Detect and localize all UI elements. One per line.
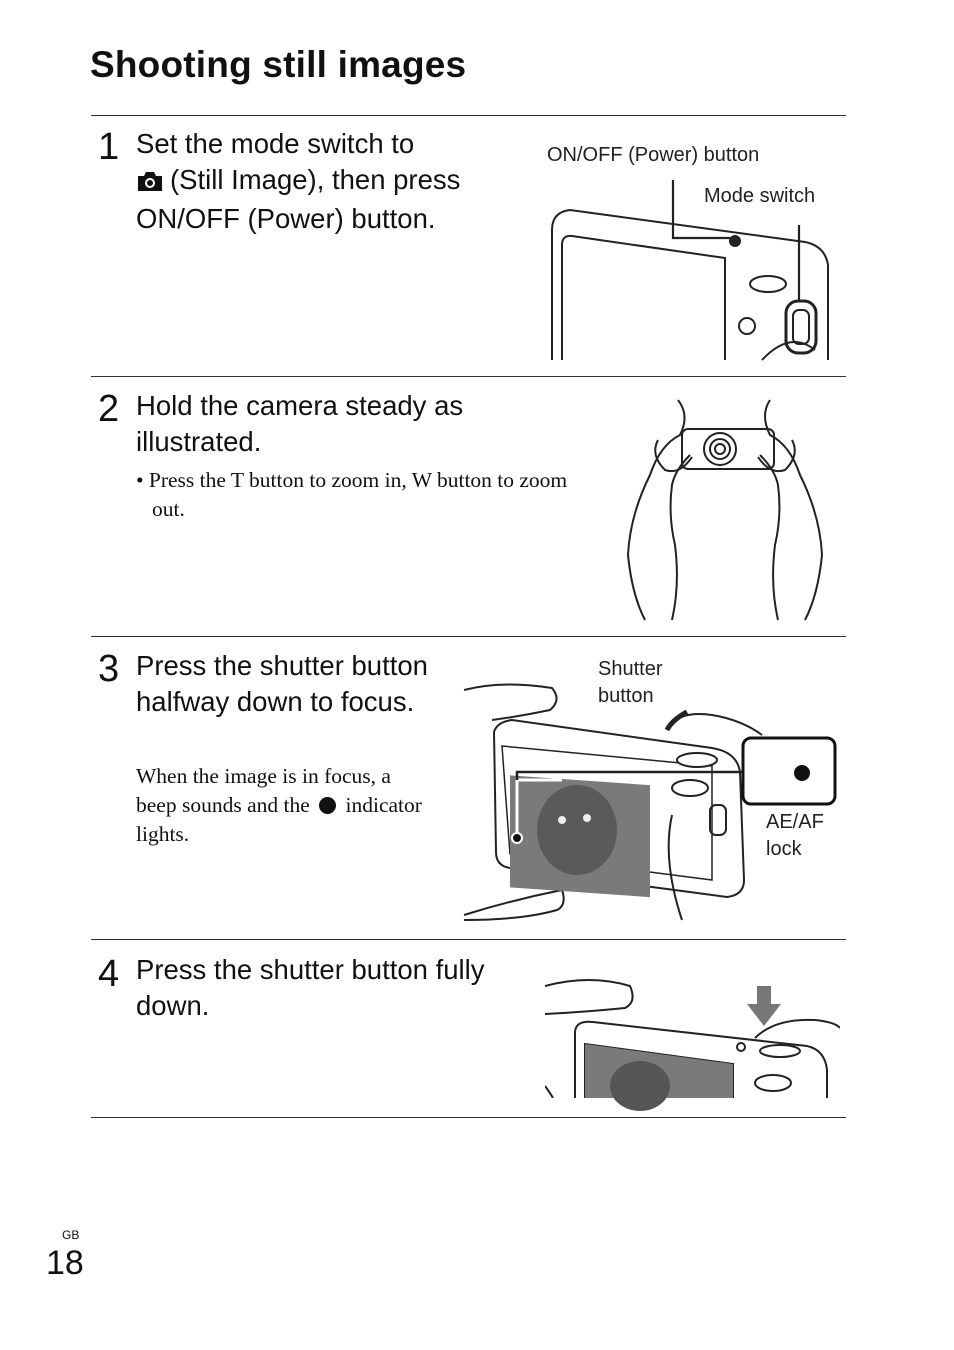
step-1-text-before: Set the mode switch to (136, 128, 415, 159)
holding-camera-illustration (626, 399, 824, 621)
aeaf-label-line2: lock (766, 838, 802, 860)
camera-top-illustration (551, 180, 829, 361)
region-code: GB (62, 1228, 80, 1242)
divider (91, 636, 846, 637)
shutter-label-line2: button (598, 685, 654, 707)
camera-icon (136, 166, 164, 202)
divider (91, 1117, 846, 1118)
camera-press-illustration (545, 979, 840, 1111)
page-number: 18 (46, 1244, 84, 1282)
step-3-note-before: When the image is in focus, a beep sound… (136, 764, 391, 817)
divider (91, 939, 846, 940)
aeaf-label-line1: AE/AF (766, 811, 824, 833)
shutter-label-line1: Shutter (598, 658, 663, 680)
step-number: 1 (98, 126, 120, 168)
step-1-text-after: (Still Image), then press ON/OFF (Power)… (136, 163, 461, 235)
step-2-note: • Press the T button to zoom in, W butto… (136, 468, 568, 521)
step-2-text: Hold the camera steady as illustrated. (136, 390, 464, 457)
camera-back-focus-illustration (463, 683, 837, 921)
step-4-text: Press the shutter button fully down. (136, 954, 485, 1021)
step-number: 2 (98, 388, 120, 430)
power-button-label: ON/OFF (Power) button (547, 144, 760, 166)
step-3-text: Press the shutter button halfway down to… (136, 650, 428, 717)
step-number: 4 (98, 953, 120, 995)
step-number: 3 (98, 648, 120, 690)
dot-indicator-icon (319, 797, 337, 814)
mode-switch-label: Mode switch (704, 185, 816, 207)
aeaf-lock-label: AE/AF lock (766, 809, 824, 863)
divider (91, 376, 846, 377)
page-title: Shooting still images (90, 44, 467, 85)
step-3-note: When the image is in focus, a beep sound… (136, 762, 436, 849)
step-3-note-after: indicator lights. (136, 793, 422, 846)
step-1-text: Set the mode switch to (Still Image), th… (136, 126, 466, 237)
shutter-label: Shutter button (598, 656, 662, 710)
divider (91, 115, 846, 116)
